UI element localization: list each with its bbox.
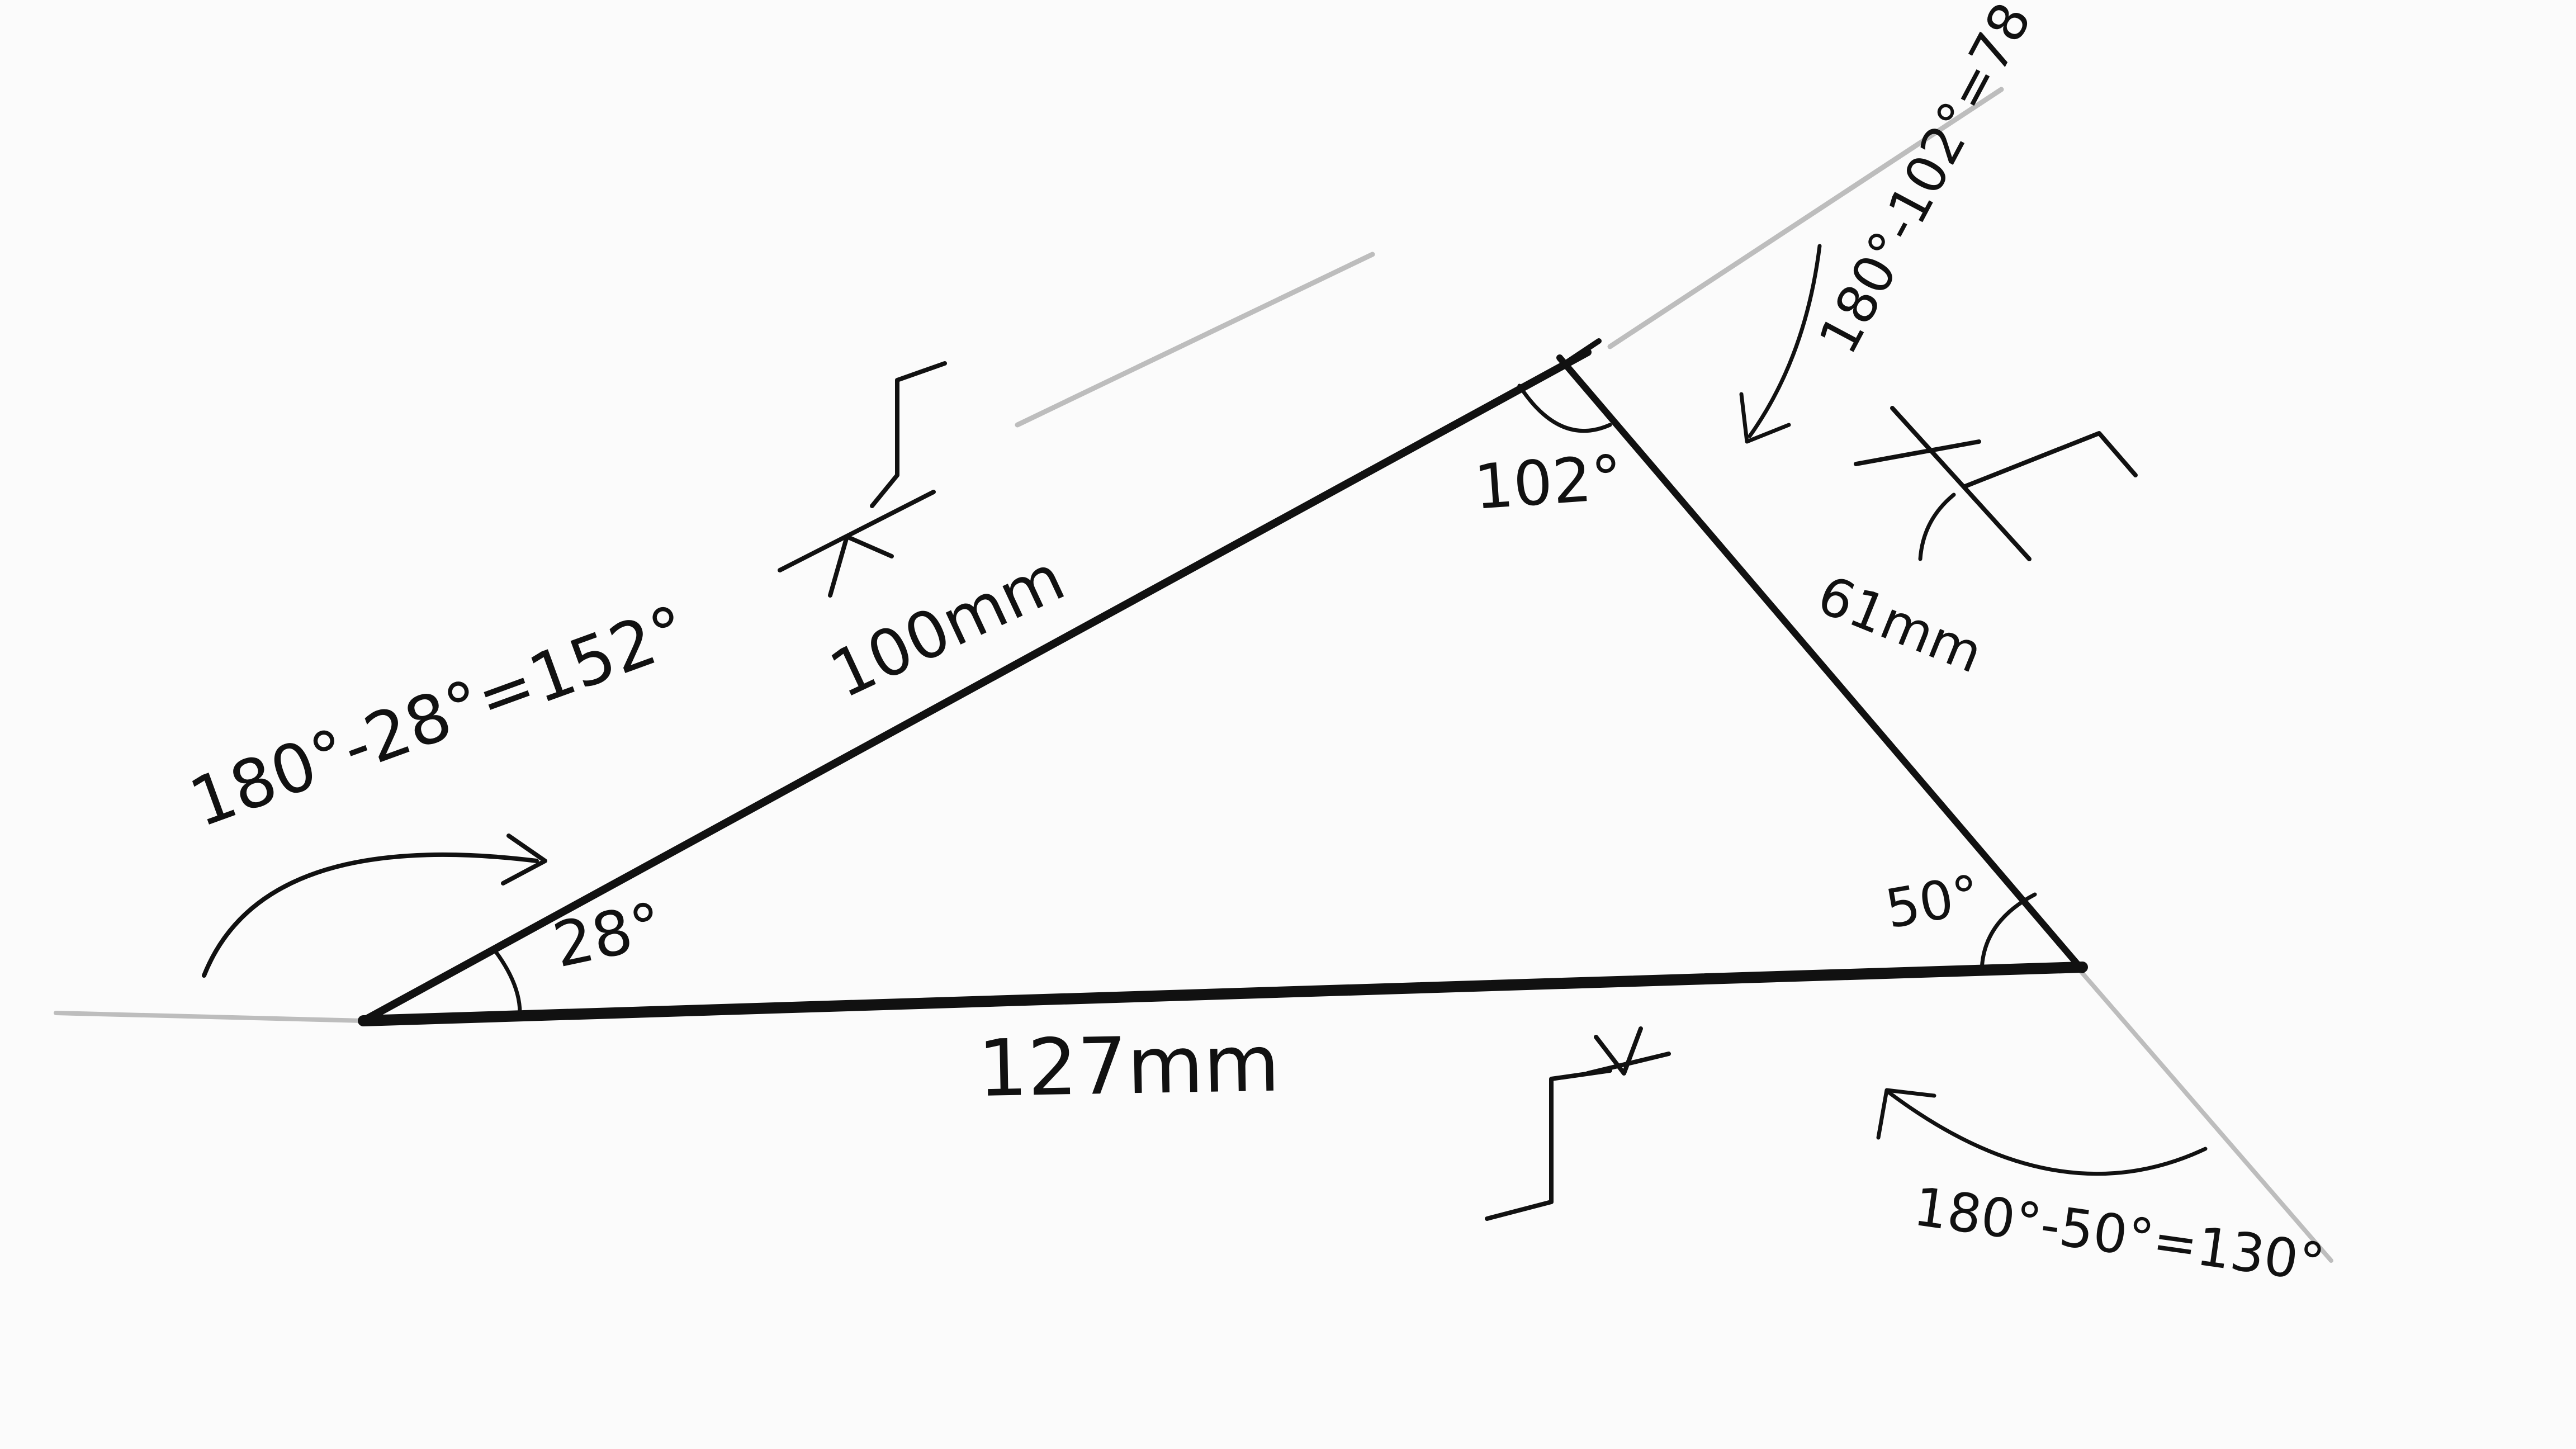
exterior-arrow-left	[202, 852, 539, 978]
side-label-right: 61mm	[1809, 564, 1991, 685]
exterior-label-left: 180°-28°=152°	[180, 591, 698, 842]
extension-line-top-right	[1607, 87, 2004, 349]
angle-label-top: 102°	[1472, 442, 1625, 523]
side-right	[1556, 354, 2086, 973]
exterior-arrow-right	[1887, 1091, 2208, 1176]
exterior-arrow-top	[1748, 244, 1822, 438]
exterior-arrow-left-head	[501, 834, 547, 886]
vertex-tick-top	[1562, 338, 1602, 366]
angle-label-right: 50°	[1881, 864, 1985, 941]
exterior-arrow-top-head	[1739, 392, 1791, 444]
angle-arc-top	[1517, 383, 1612, 433]
angle-label-left: 28°	[547, 889, 669, 982]
extension-line-right	[2077, 968, 2333, 1263]
angle-arc-left	[493, 948, 522, 1015]
exterior-label-top: 180°-102°=78°	[1807, 0, 2056, 364]
extension-line-left	[54, 1011, 366, 1023]
exterior-label-right: 180°-50°=130°	[1910, 1176, 2328, 1295]
side-label-bottom: 127mm	[977, 1019, 1281, 1115]
weld-symbol-top-icon	[778, 361, 947, 598]
weld-symbol-right-icon	[1854, 406, 2138, 561]
side-label-top: 100mm	[819, 540, 1076, 713]
side-bottom	[358, 962, 2088, 1026]
extension-line-top-left	[1015, 252, 1375, 428]
exterior-arrow-right-head	[1876, 1088, 1936, 1140]
weld-symbol-bottom-icon	[1485, 1026, 1671, 1221]
angle-arc-right	[1980, 892, 2037, 975]
side-top	[359, 348, 1592, 1025]
